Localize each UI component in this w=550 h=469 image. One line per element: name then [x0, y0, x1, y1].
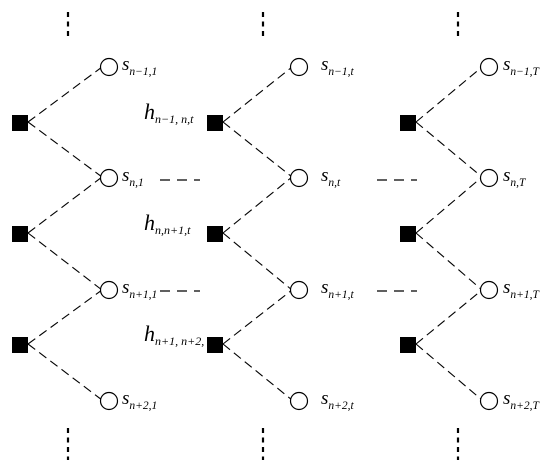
variable-node [479, 168, 499, 188]
variable-node [479, 391, 499, 411]
edge [415, 66, 483, 123]
factor-node [400, 115, 416, 131]
factor-label: hn−1, n,t [144, 99, 194, 126]
variable-label: sn+1,t [321, 277, 355, 301]
variable-node [99, 57, 119, 77]
factor-node [12, 115, 28, 131]
variable-label: sn+2,T [503, 388, 541, 412]
edge [415, 343, 483, 401]
factor-node [12, 337, 28, 353]
edge [27, 289, 103, 345]
edge [27, 343, 103, 401]
variable-node [479, 57, 499, 77]
variable-label: sn−1,t [321, 54, 355, 78]
edge [27, 66, 103, 123]
edge [27, 232, 103, 291]
variable-label: sn,t [321, 165, 341, 189]
variable-label: sn+2,t [321, 388, 355, 412]
variable-node [289, 391, 309, 411]
edge [222, 289, 293, 345]
factor-label: hn+1, n+2, t [144, 321, 211, 348]
variable-label: sn,1 [122, 165, 144, 189]
factor-node [207, 115, 223, 131]
factor-node [207, 226, 223, 242]
variable-node [99, 280, 119, 300]
factor-node [400, 337, 416, 353]
edge [415, 232, 483, 291]
variable-label: sn−1,1 [122, 54, 157, 78]
variable-node [99, 168, 119, 188]
edge [222, 66, 293, 123]
factor-node [207, 337, 223, 353]
edge [222, 176, 293, 234]
variable-node [99, 391, 119, 411]
edge [415, 121, 483, 178]
edge [415, 176, 483, 234]
variable-node [479, 280, 499, 300]
variable-node [289, 168, 309, 188]
factor-label: hn,n+1,t [144, 210, 191, 237]
edge [222, 232, 293, 291]
variable-label: sn+2,1 [122, 388, 157, 412]
edge [27, 121, 103, 178]
variable-node [289, 57, 309, 77]
edge [415, 289, 483, 345]
edge [222, 121, 293, 178]
factor-node [400, 226, 416, 242]
variable-node [289, 280, 309, 300]
variable-label: sn,T [503, 165, 527, 189]
variable-label: sn+1,T [503, 277, 541, 301]
edge [27, 176, 103, 234]
factor-node [12, 226, 28, 242]
variable-label: sn+1,1 [122, 277, 157, 301]
edge [222, 343, 293, 401]
variable-label: sn−1,T [503, 54, 541, 78]
